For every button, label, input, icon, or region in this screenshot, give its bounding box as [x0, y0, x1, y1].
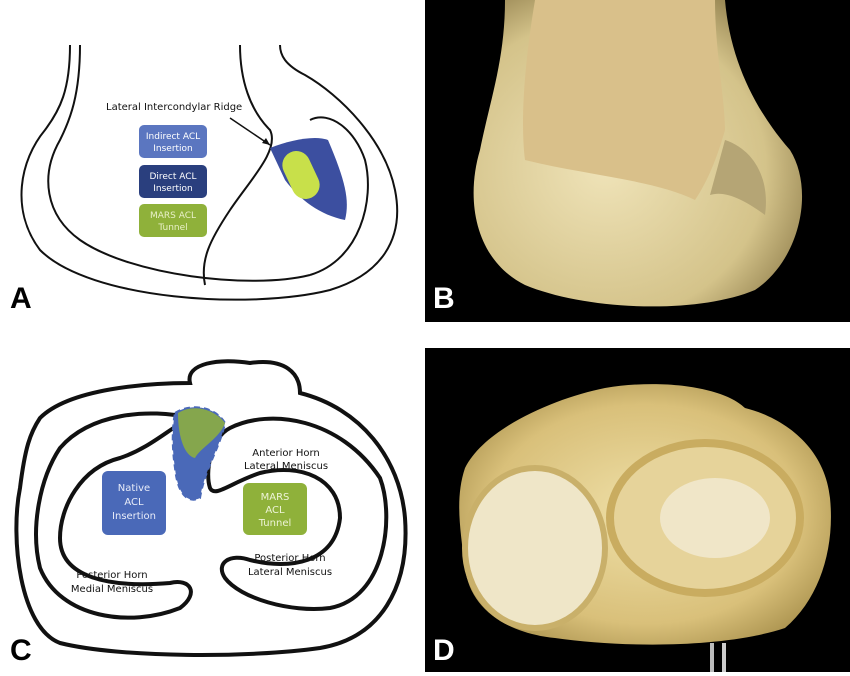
- panel-c-tibia-diagram: Native ACL Insertion MARS ACL Tunnel Ant…: [0, 338, 418, 672]
- tibial-plateau-photo: [459, 384, 831, 672]
- svg-text:Insertion: Insertion: [112, 511, 156, 522]
- mars-tunnel-footprint: [178, 408, 225, 458]
- legend-mars: MARS ACL Tunnel: [139, 204, 207, 237]
- native-acl-box: Native ACL Insertion: [102, 471, 166, 535]
- panel-label-b: B: [433, 282, 455, 315]
- svg-text:Tunnel: Tunnel: [258, 518, 292, 529]
- femur-notch-diagram: Lateral Intercondylar Ridge Indirect ACL…: [20, 44, 399, 301]
- svg-text:Lateral Meniscus: Lateral Meniscus: [244, 461, 328, 472]
- legend-indirect: Indirect ACL Insertion: [139, 125, 207, 158]
- panel-label-c: C: [10, 634, 32, 667]
- svg-text:Indirect ACL: Indirect ACL: [146, 132, 200, 142]
- svg-text:Medial Meniscus: Medial Meniscus: [71, 584, 153, 595]
- legend-direct: Direct ACL Insertion: [139, 165, 207, 198]
- panel-label-a: A: [10, 282, 32, 315]
- svg-text:ACL: ACL: [124, 497, 144, 508]
- femur-photo: [473, 0, 803, 307]
- svg-text:Direct ACL: Direct ACL: [149, 172, 196, 182]
- svg-text:Native: Native: [118, 483, 150, 494]
- svg-text:MARS: MARS: [261, 492, 290, 503]
- post-horn-lateral-label: Posterior Horn: [254, 553, 325, 564]
- panel-d-tibia-photo: D: [425, 348, 850, 672]
- panel-a-femur-diagram: Lateral Intercondylar Ridge Indirect ACL…: [0, 0, 418, 322]
- mars-tunnel-marker: [282, 151, 320, 199]
- tibial-plateau-diagram: Native ACL Insertion MARS ACL Tunnel Ant…: [14, 359, 408, 657]
- svg-text:Tunnel: Tunnel: [157, 223, 187, 233]
- svg-text:Insertion: Insertion: [153, 144, 193, 154]
- svg-text:Lateral Meniscus: Lateral Meniscus: [248, 567, 332, 578]
- post-horn-medial-label: Posterior Horn: [76, 570, 147, 581]
- svg-text:Insertion: Insertion: [153, 184, 193, 194]
- svg-text:ACL: ACL: [265, 505, 285, 516]
- ant-horn-lateral-label: Anterior Horn: [252, 448, 319, 459]
- mars-tunnel-box: MARS ACL Tunnel: [243, 483, 307, 535]
- ridge-label: Lateral Intercondylar Ridge: [106, 102, 242, 113]
- panel-label-d: D: [433, 634, 455, 667]
- panel-b-femur-photo: B: [425, 0, 850, 322]
- svg-text:MARS ACL: MARS ACL: [150, 211, 196, 221]
